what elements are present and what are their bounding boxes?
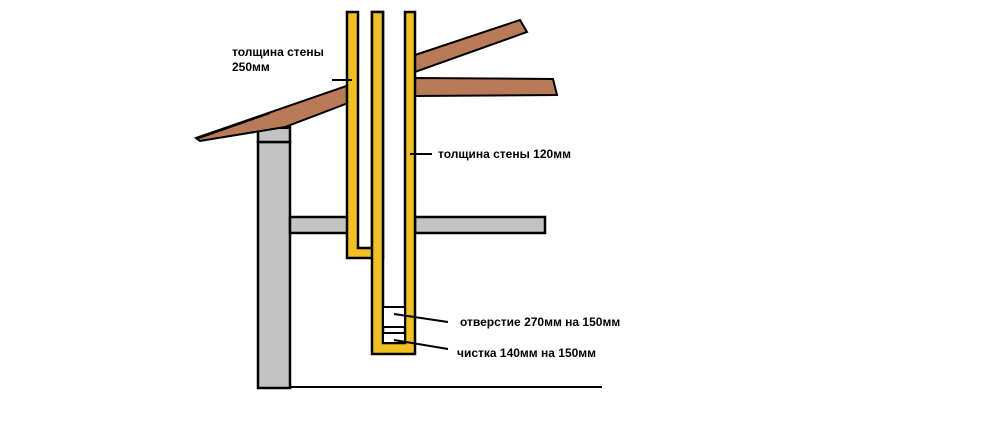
roof-line-left bbox=[195, 112, 271, 140]
wall-120-label: толщина стены 120мм bbox=[438, 147, 571, 161]
floor-slab-right bbox=[413, 215, 547, 235]
wall-250-label-line1: толщина стены bbox=[232, 45, 324, 59]
opening-leader bbox=[393, 313, 449, 323]
chimney-inner-wall bbox=[370, 10, 417, 356]
opening-label: отверстие 270мм на 150мм bbox=[460, 315, 620, 329]
cleanout-label: чистка 140мм на 150мм bbox=[457, 346, 596, 360]
roof-beam-right bbox=[414, 76, 559, 98]
cleanout-leader bbox=[393, 339, 449, 350]
roof-rafter-left bbox=[193, 82, 358, 143]
cleanout-box bbox=[382, 332, 406, 344]
wall-250-label-line2: 250мм bbox=[232, 60, 270, 74]
opening-box bbox=[382, 306, 406, 328]
roof-rafter-upper bbox=[414, 18, 529, 74]
concrete-column bbox=[256, 140, 292, 390]
floor-slab-left bbox=[288, 215, 356, 235]
